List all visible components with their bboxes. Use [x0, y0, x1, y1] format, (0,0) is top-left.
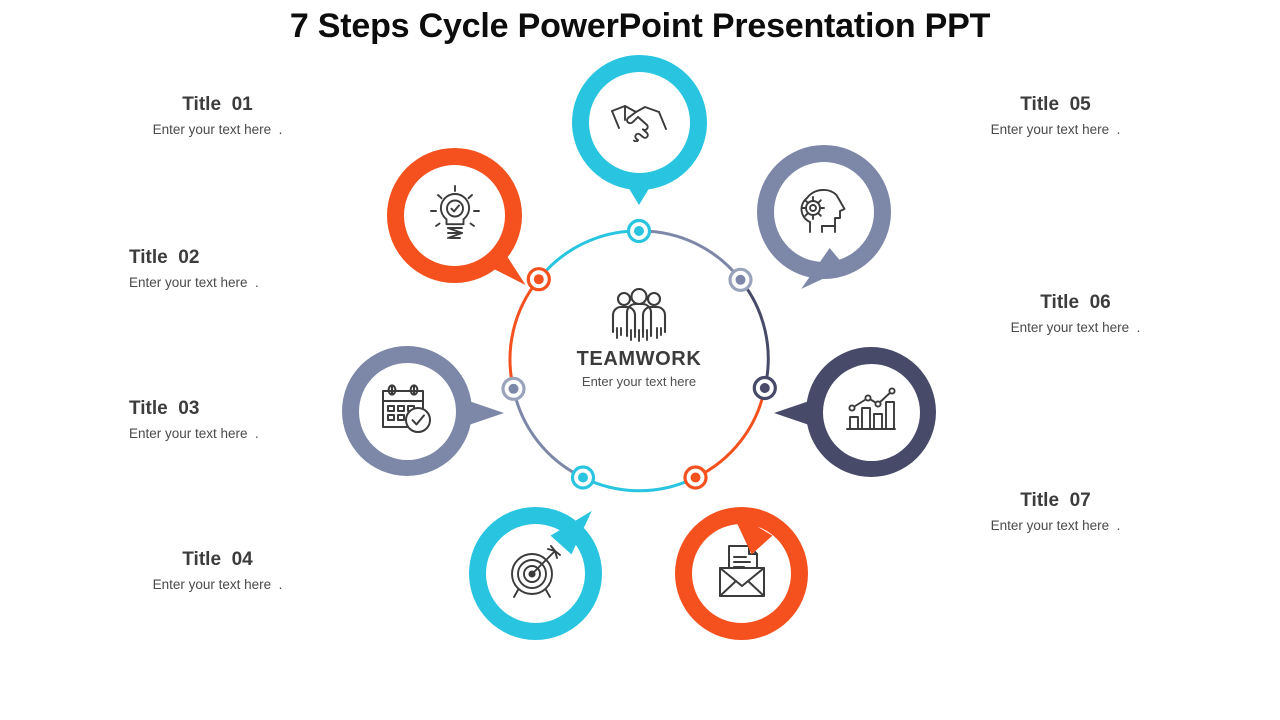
ring-arc-02-to-01	[537, 229, 641, 281]
step-title-01: Title 01	[182, 94, 253, 115]
step-title-05: Title 05	[1020, 94, 1091, 115]
step-bubble-07[interactable]	[675, 501, 808, 640]
ring-node-01[interactable]	[626, 218, 652, 244]
step-label-02: Title 02 Enter your text here .	[129, 246, 369, 293]
step-bubble-06[interactable]	[774, 347, 936, 477]
step-subtitle-05: Enter your text here .	[990, 122, 1121, 137]
head-gear-icon	[795, 184, 853, 241]
ring-arc-06-to-07	[694, 386, 767, 479]
handshake-icon	[609, 98, 671, 147]
step-title-06: Title 06	[1040, 292, 1111, 313]
step-subtitle-07: Enter your text here .	[990, 518, 1121, 533]
ring-node-05[interactable]	[728, 267, 753, 292]
bubble-tail-03	[460, 398, 504, 428]
center-hub: TEAMWORK Enter your text here	[539, 287, 739, 408]
step-title-07: Title 07	[1020, 490, 1091, 511]
step-bubble-03[interactable]	[342, 346, 504, 476]
hub-subtitle: Enter your text here	[581, 374, 697, 389]
ring-nodes	[501, 218, 777, 490]
ring-arc-05-to-06	[739, 278, 770, 390]
ring-node-06[interactable]	[752, 375, 777, 401]
step-subtitle-06: Enter your text here .	[1010, 320, 1141, 335]
calendar-check-icon	[378, 382, 436, 441]
step-subtitle-02: Enter your text here .	[129, 275, 259, 290]
step-subtitle-03: Enter your text here .	[129, 426, 259, 441]
hub-title: TEAMWORK	[576, 348, 702, 370]
bubble-tail-06	[774, 398, 818, 428]
bar-chart-trend-icon	[842, 384, 900, 441]
ring-arc-03-to-02	[508, 277, 541, 391]
step-title-04: Title 04	[182, 549, 253, 570]
step-subtitle-01: Enter your text here .	[152, 122, 283, 137]
ring-node-02[interactable]	[526, 267, 551, 292]
step-bubble-01[interactable]	[572, 55, 707, 205]
step-bubble-02[interactable]	[387, 148, 535, 295]
email-document-icon	[714, 542, 770, 605]
step-title-03: Title 03	[129, 398, 200, 419]
lightbulb-check-icon	[427, 183, 483, 248]
bubble-tail-01	[622, 177, 656, 205]
step-title-02: Title 02	[129, 247, 200, 268]
step-label-03: Title 03 Enter your text here .	[129, 397, 369, 444]
ring-arc-01-to-05	[637, 229, 742, 282]
step-label-04: Title 04 Enter your text here .	[130, 548, 305, 595]
team-people-icon	[539, 287, 739, 344]
ring-node-04[interactable]	[570, 465, 596, 490]
step-bubble-04[interactable]	[469, 501, 603, 640]
ring-node-07[interactable]	[683, 465, 708, 490]
target-arrow-icon	[506, 542, 566, 605]
ring-node-03[interactable]	[501, 376, 526, 401]
page-title: 7 Steps Cycle PowerPoint Presentation PP…	[289, 7, 991, 45]
step-subtitle-04: Enter your text here .	[152, 577, 283, 592]
ring-arc-04-to-03	[512, 387, 585, 479]
step-label-06: Title 06 Enter your text here .	[988, 291, 1163, 338]
step-label-01: Title 01 Enter your text here .	[130, 93, 305, 140]
step-label-05: Title 05 Enter your text here .	[968, 93, 1143, 140]
ring-arc-07-to-04	[581, 476, 697, 493]
step-label-07: Title 07 Enter your text here .	[968, 489, 1143, 536]
step-bubble-05[interactable]	[757, 145, 891, 299]
